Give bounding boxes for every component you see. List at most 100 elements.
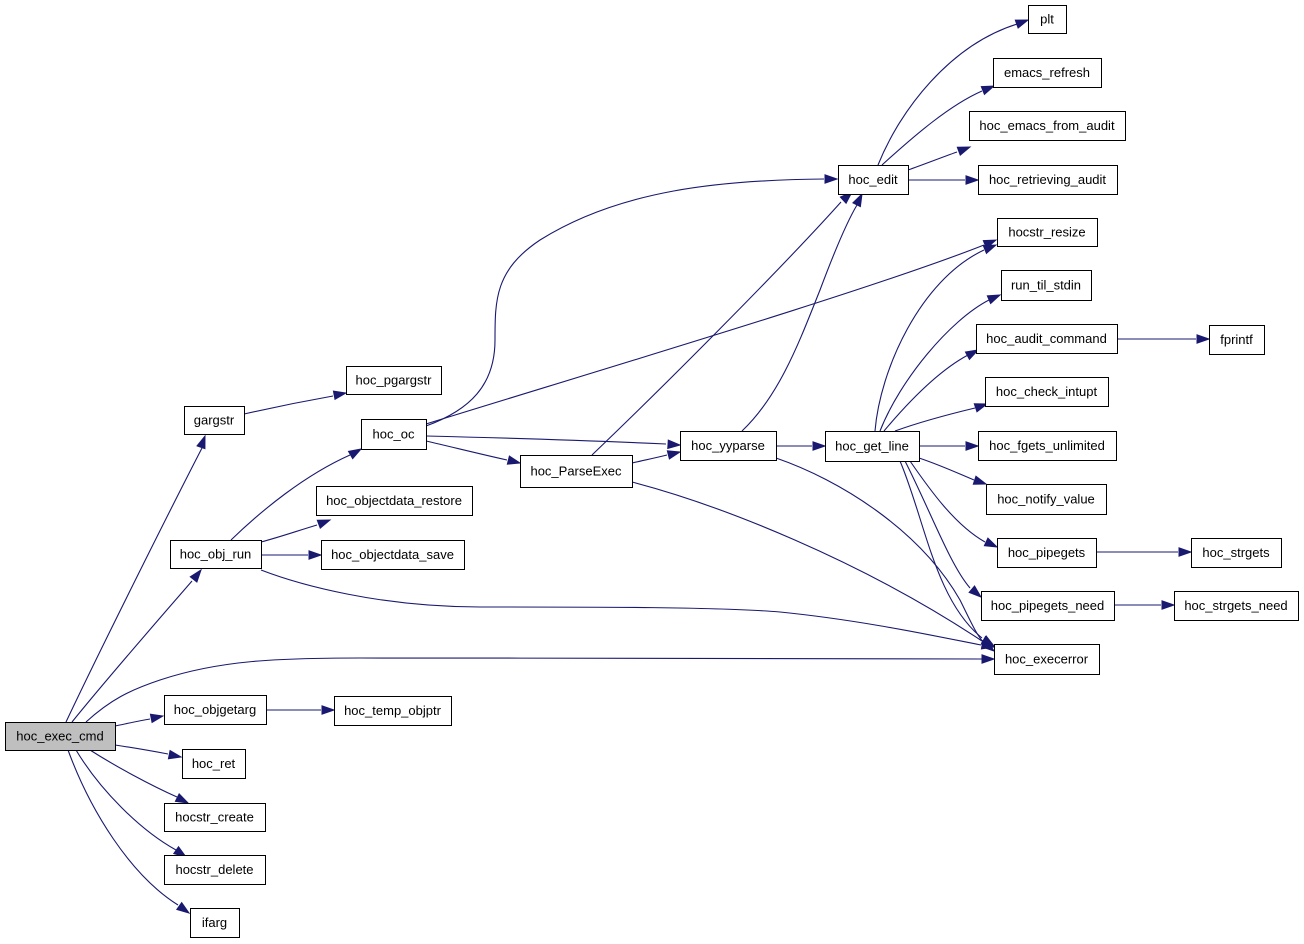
node-label: hoc_fgets_unlimited <box>989 438 1105 453</box>
edge-hoc_get_line-to-hoc_pipegets <box>909 460 999 548</box>
node-label: hocstr_resize <box>1008 225 1085 240</box>
arrowhead-icon <box>506 455 522 465</box>
node-hoc_emacs_from_audit[interactable]: hoc_emacs_from_audit <box>969 111 1126 141</box>
call-graph-edges <box>65 19 1211 914</box>
node-box <box>997 218 1098 247</box>
edge-gargstr-to-hoc_pgargstr <box>243 390 348 415</box>
node-box <box>1209 325 1265 355</box>
node-hoc_retrieving_audit[interactable]: hoc_retrieving_audit <box>978 165 1118 195</box>
node-label: hoc_execerror <box>1005 652 1089 667</box>
edge-line <box>425 244 985 425</box>
node-hoc_audit_command[interactable]: hoc_audit_command <box>976 324 1118 354</box>
edge-line <box>631 454 668 464</box>
node-ifarg[interactable]: ifarg <box>190 908 240 938</box>
node-hoc_oc[interactable]: hoc_oc <box>361 419 427 450</box>
edge-line <box>591 201 842 456</box>
node-hoc_ret[interactable]: hoc_ret <box>182 749 246 779</box>
node-hoc_check_intupt[interactable]: hoc_check_intupt <box>985 377 1109 407</box>
node-hocstr_delete[interactable]: hocstr_delete <box>164 855 266 885</box>
node-gargstr[interactable]: gargstr <box>184 406 245 435</box>
node-box <box>680 431 777 461</box>
arrowhead-icon <box>667 439 682 450</box>
arrowhead-icon <box>1178 547 1193 557</box>
edge-line <box>874 249 985 432</box>
edge-hoc_exec_cmd-to-hoc_execerror <box>85 654 996 723</box>
node-hocstr_resize[interactable]: hocstr_resize <box>997 218 1098 247</box>
node-label: hoc_ParseExec <box>530 464 622 479</box>
node-label: run_til_stdin <box>1011 278 1081 293</box>
node-hoc_fgets_unlimited[interactable]: hoc_fgets_unlimited <box>978 431 1117 461</box>
edge-hoc_yyparse-to-hoc_execerror <box>775 457 996 652</box>
node-hoc_pgargstr[interactable]: hoc_pgargstr <box>346 366 442 395</box>
node-label: plt <box>1040 12 1054 27</box>
node-hoc_exec_cmd[interactable]: hoc_exec_cmd <box>5 722 116 751</box>
node-box <box>5 722 116 751</box>
node-hoc_pipegets_need[interactable]: hoc_pipegets_need <box>981 591 1115 621</box>
node-emacs_refresh[interactable]: emacs_refresh <box>993 58 1102 88</box>
node-hoc_pipegets[interactable]: hoc_pipegets <box>997 538 1097 568</box>
arrowhead-icon <box>965 441 980 451</box>
node-hoc_objgetarg[interactable]: hoc_objgetarg <box>164 695 267 725</box>
node-label: hoc_edit <box>848 172 898 187</box>
arrowhead-icon <box>167 749 183 760</box>
node-box <box>976 324 1118 354</box>
node-box <box>520 455 633 488</box>
arrowhead-icon <box>1161 600 1176 610</box>
node-hoc_edit[interactable]: hoc_edit <box>838 165 909 195</box>
edge-hoc_edit-to-hoc_retrieving_audit <box>908 175 980 185</box>
edge-hoc_get_line-to-hoc_execerror <box>899 460 996 647</box>
node-hoc_execerror[interactable]: hoc_execerror <box>994 644 1100 675</box>
node-box <box>993 58 1102 88</box>
edge-hoc_exec_cmd-to-ifarg <box>67 749 191 914</box>
edge-line <box>879 299 990 432</box>
arrowhead-icon <box>973 403 989 413</box>
node-hocstr_create[interactable]: hocstr_create <box>164 803 266 832</box>
edge-hoc_oc-to-hoc_ParseExec <box>425 440 522 465</box>
edge-hoc_ParseExec-to-hoc_yyparse <box>631 450 682 464</box>
node-hoc_objectdata_save[interactable]: hoc_objectdata_save <box>321 540 465 570</box>
edge-line <box>907 151 958 171</box>
node-hoc_yyparse[interactable]: hoc_yyparse <box>680 431 777 461</box>
node-hoc_ParseExec[interactable]: hoc_ParseExec <box>520 455 633 488</box>
edge-line <box>75 749 177 851</box>
node-label: hoc_obj_run <box>180 547 252 562</box>
node-label: hoc_objectdata_restore <box>326 493 462 508</box>
node-hoc_strgets[interactable]: hoc_strgets <box>1191 538 1282 568</box>
node-label: hoc_retrieving_audit <box>989 172 1106 187</box>
arrowhead-icon <box>196 434 206 450</box>
node-hoc_obj_run[interactable]: hoc_obj_run <box>170 540 262 569</box>
node-run_til_stdin[interactable]: run_til_stdin <box>1001 270 1092 301</box>
node-hoc_temp_objptr[interactable]: hoc_temp_objptr <box>334 696 452 726</box>
edge-hoc_get_line-to-hoc_pipegets_need <box>904 460 983 598</box>
edge-hoc_exec_cmd-to-hocstr_create <box>89 749 190 804</box>
node-label: gargstr <box>194 413 235 428</box>
edge-hoc_obj_run-to-hoc_objectdata_save <box>261 550 323 560</box>
node-label: hoc_strgets <box>1202 545 1270 560</box>
edge-hoc_get_line-to-run_til_stdin <box>879 294 1002 432</box>
node-hoc_get_line[interactable]: hoc_get_line <box>825 431 920 462</box>
edge-hoc_objgetarg-to-hoc_temp_objptr <box>266 705 336 715</box>
edge-hoc_obj_run-to-hoc_oc <box>230 448 363 541</box>
node-hoc_objectdata_restore[interactable]: hoc_objectdata_restore <box>316 486 473 516</box>
node-hoc_notify_value[interactable]: hoc_notify_value <box>986 484 1107 515</box>
edge-hoc_exec_cmd-to-gargstr <box>65 434 206 723</box>
node-box <box>361 419 427 450</box>
node-plt[interactable]: plt <box>1028 5 1067 34</box>
edge-line <box>89 749 178 798</box>
node-fprintf[interactable]: fprintf <box>1209 325 1265 355</box>
edge-line <box>631 481 983 642</box>
node-hoc_strgets_need[interactable]: hoc_strgets_need <box>1174 591 1299 621</box>
edge-hoc_ParseExec-to-hoc_edit <box>591 190 854 456</box>
node-label: hoc_emacs_from_audit <box>979 118 1115 133</box>
edge-line <box>741 204 858 432</box>
edge-hoc_obj_run-to-hoc_objectdata_restore <box>260 519 332 543</box>
arrowhead-icon <box>968 585 983 598</box>
node-box <box>184 406 245 435</box>
edge-line <box>909 460 986 543</box>
arrowhead-icon <box>316 519 332 529</box>
node-label: hoc_pipegets_need <box>991 598 1105 613</box>
node-label: hoc_temp_objptr <box>344 703 442 718</box>
node-box <box>986 484 1107 515</box>
edge-line <box>775 457 984 643</box>
node-box <box>182 749 246 779</box>
